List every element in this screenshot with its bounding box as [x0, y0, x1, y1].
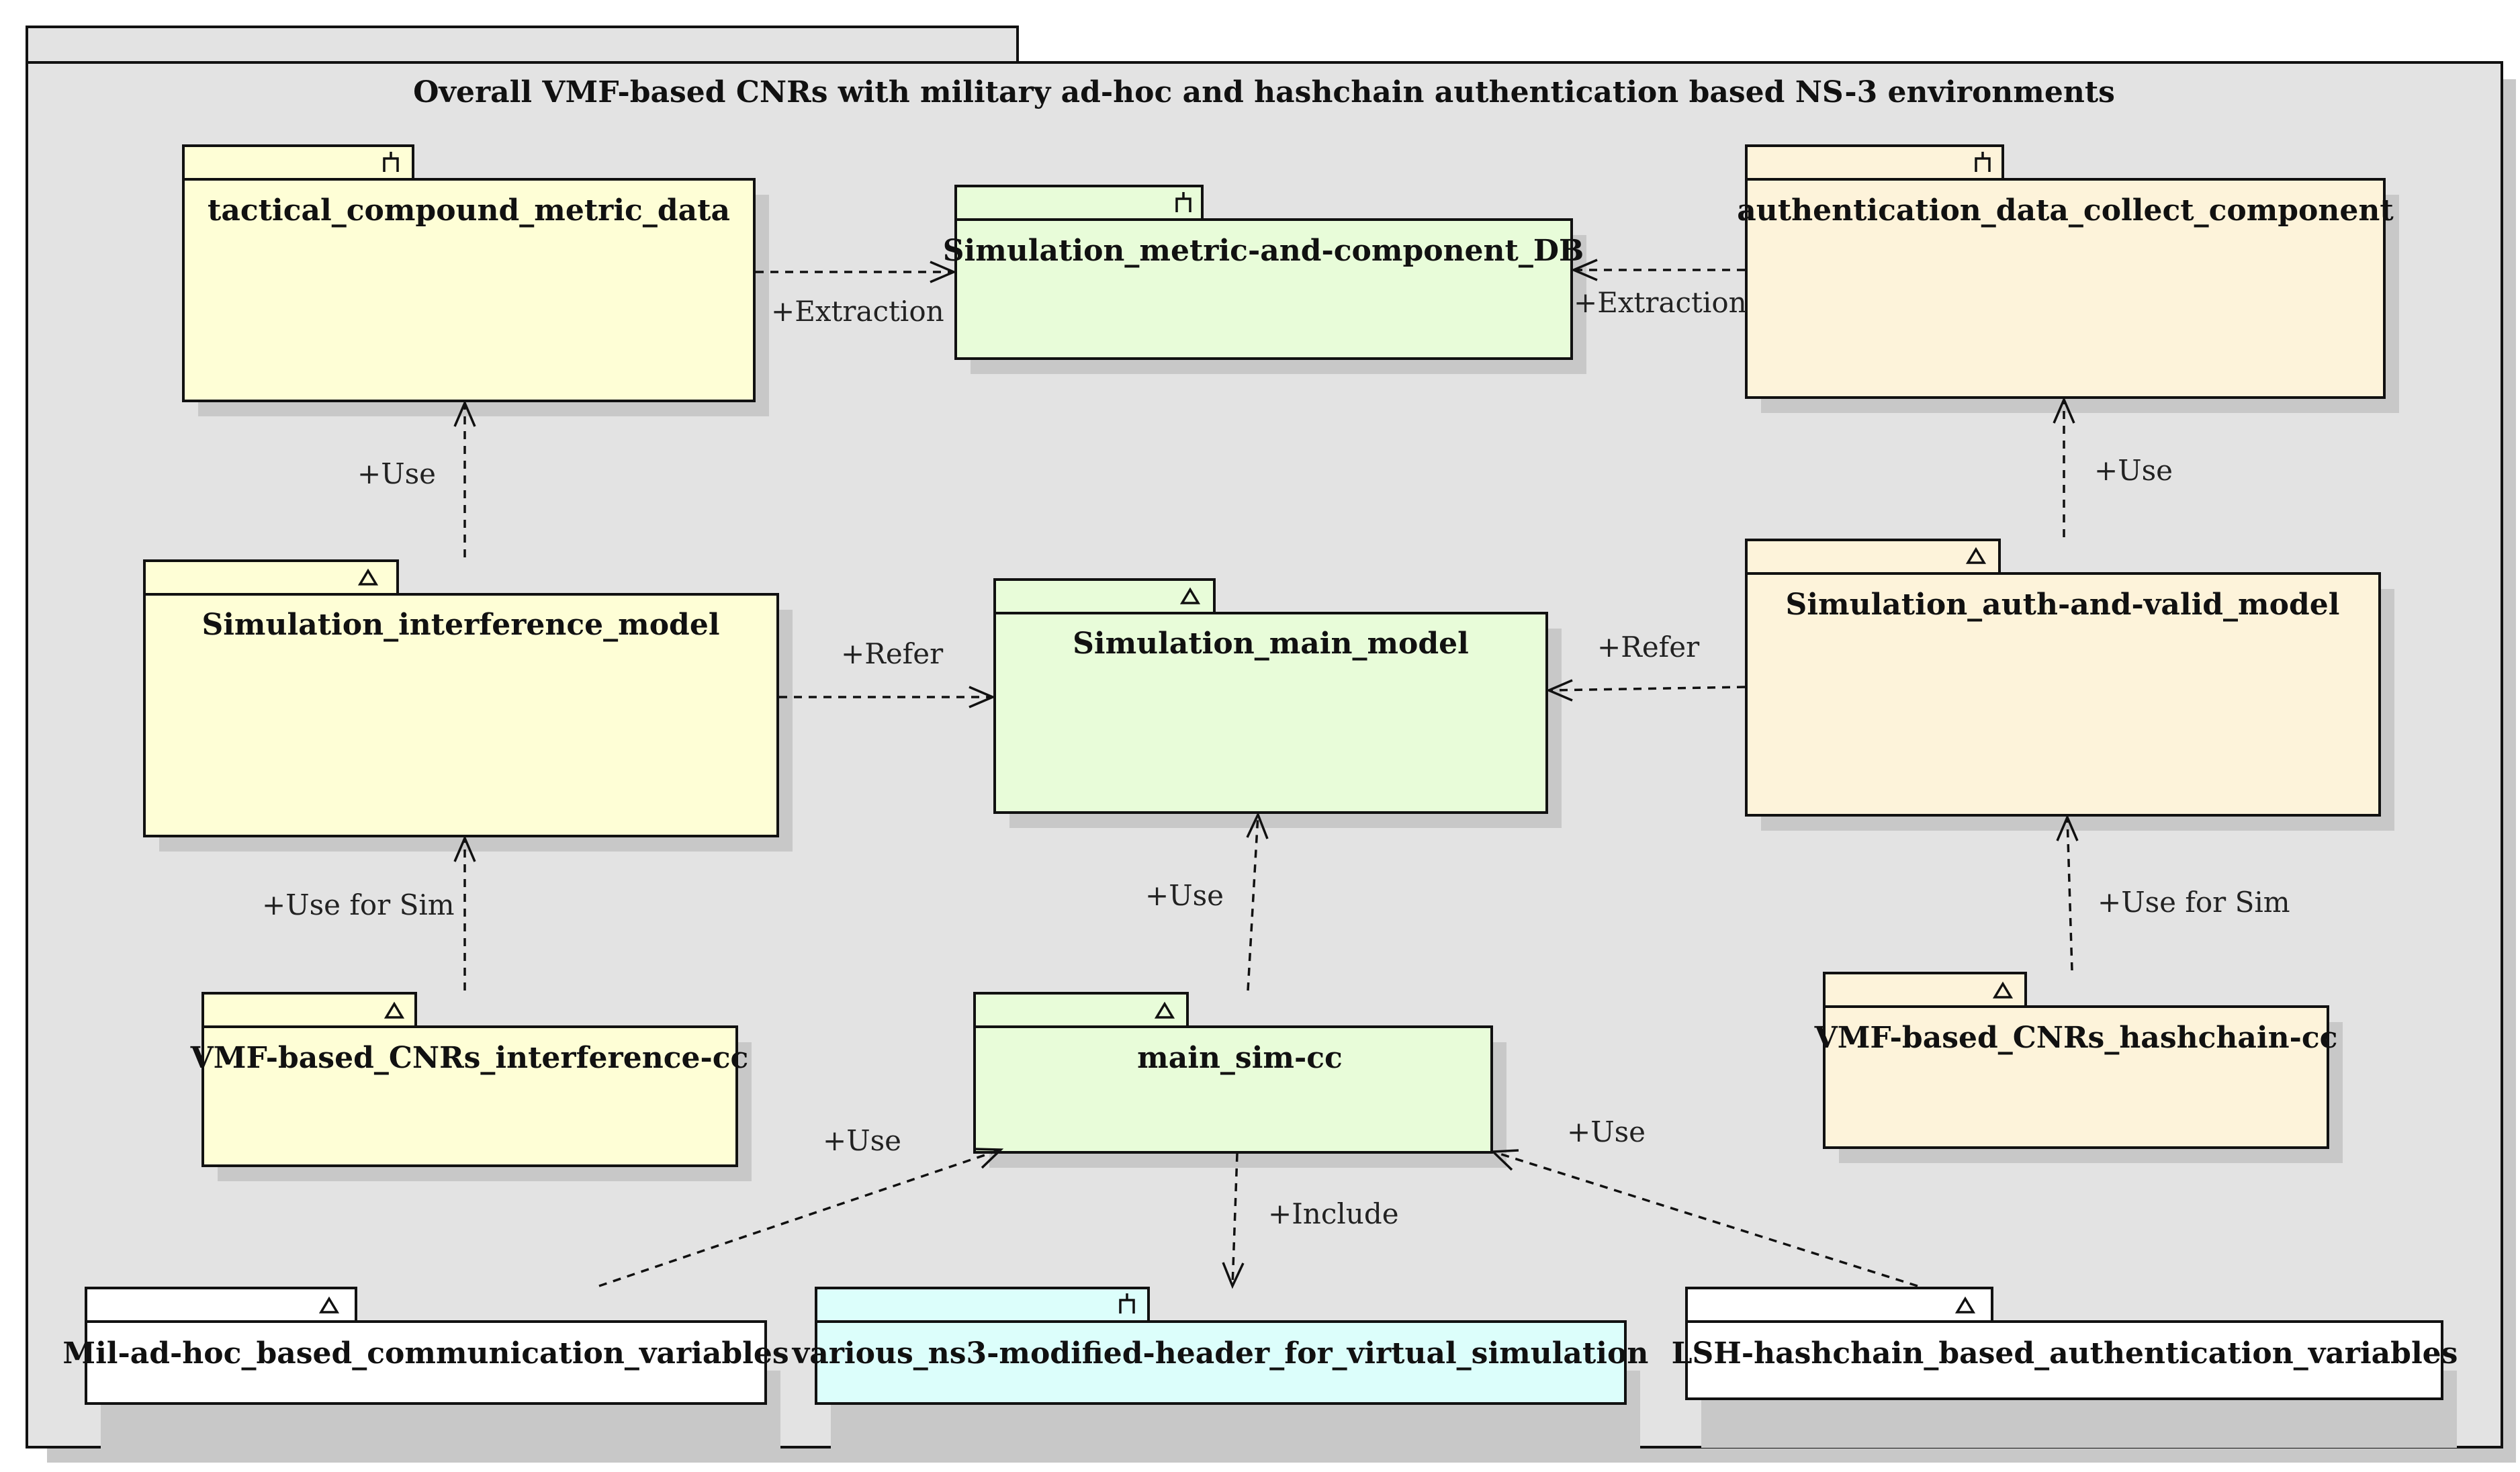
relation-label: +Use: [2094, 454, 2173, 487]
package-name: LSH-hashchain_based_authentication_varia…: [1672, 1336, 2458, 1371]
triangle-icon: [1154, 1001, 1175, 1019]
package-main-sim-cc[interactable]: main_sim-cc: [973, 992, 1506, 1168]
package-simulation-main-model[interactable]: Simulation_main_model: [993, 578, 1562, 828]
relation-label: +Use: [1145, 879, 1224, 912]
triangle-icon: [1179, 587, 1201, 604]
package-name: various_ns3-modified-header_for_virtual_…: [792, 1336, 1649, 1371]
package-name: Simulation_interference_model: [201, 608, 719, 642]
package-simulation-auth-and-valid-model[interactable]: Simulation_auth-and-valid_model: [1745, 539, 2394, 831]
dependency-use-for-sim-left: +Use for Sim: [262, 835, 476, 991]
triangle-icon: [318, 1296, 340, 1314]
dependency-use-main: +Use: [1145, 811, 1269, 991]
dependency-extraction-right: +Extraction: [1570, 259, 1747, 319]
dependency-use-left: +Use: [357, 400, 476, 557]
subsystem-icon: [383, 152, 399, 172]
package-name: tactical_compound_metric_data: [208, 193, 730, 228]
package-simulation-interference-model[interactable]: Simulation_interference_model: [143, 559, 793, 852]
relation-label: +Use for Sim: [2098, 886, 2290, 919]
relation-label: +Refer: [841, 637, 944, 670]
package-mil-ad-hoc-based-communication-variables[interactable]: Mil-ad-hoc_based_communication_variables: [62, 1287, 789, 1453]
package-name: VMF-based_CNRs_interference-cc: [190, 1041, 749, 1075]
relation-label: +Extraction: [771, 295, 944, 328]
subsystem-icon: [1975, 152, 1991, 172]
relation-label: +Include: [1268, 1197, 1399, 1230]
package-name: authentication_data_collect_component: [1737, 193, 2394, 228]
package-name: Simulation_auth-and-valid_model: [1786, 588, 2340, 622]
package-name: Simulation_main_model: [1073, 627, 1469, 661]
subsystem-icon: [1119, 1293, 1135, 1314]
package-simulation-metric-and-component-db[interactable]: Simulation_metric-and-component_DB: [943, 185, 1586, 374]
dependency-use-right: +Use: [2053, 396, 2173, 537]
triangle-icon: [384, 1001, 405, 1019]
relation-label: +Refer: [1597, 631, 1700, 663]
triangle-icon: [357, 568, 379, 586]
package-authentication-data-collect-component[interactable]: authentication_data_collect_component: [1737, 144, 2399, 413]
dependency-refer-right: +Refer: [1545, 631, 1746, 702]
package-lsh-hashchain-based-authentication-variables[interactable]: LSH-hashchain_based_authentication_varia…: [1672, 1287, 2458, 1448]
diagram-title: Overall VMF-based CNRs with military ad-…: [413, 75, 2115, 109]
dependency-extraction-left: +Extraction: [756, 261, 957, 328]
package-name: VMF-based_CNRs_hashchain-cc: [1814, 1021, 2338, 1055]
dependency-use-lsh: +Use: [1490, 1115, 1918, 1287]
relation-label: +Use: [1567, 1115, 1646, 1148]
relation-label: +Use: [357, 457, 436, 490]
package-name: main_sim-cc: [1137, 1041, 1343, 1075]
dependency-use-for-sim-right: +Use for Sim: [2056, 814, 2290, 971]
package-tactical-compound-metric-data[interactable]: tactical_compound_metric_data: [182, 144, 769, 416]
dependency-refer-left: +Refer: [779, 637, 996, 708]
dependency-use-mil: +Use: [598, 1124, 1004, 1287]
subsystem-icon: [1175, 192, 1191, 212]
relation-label: +Use for Sim: [262, 888, 455, 921]
triangle-icon: [1992, 981, 2014, 999]
dependency-include: +Include: [1222, 1153, 1399, 1289]
triangle-icon: [1965, 547, 1987, 564]
package-name: Mil-ad-hoc_based_communication_variables: [62, 1336, 789, 1371]
triangle-icon: [1954, 1296, 1976, 1314]
package-vmf-based-cnrs-hashchain-cc[interactable]: VMF-based_CNRs_hashchain-cc: [1814, 972, 2343, 1163]
package-name: Simulation_metric-and-component_DB: [943, 234, 1584, 268]
relation-label: +Extraction: [1574, 286, 1747, 319]
relation-label: +Use: [823, 1124, 901, 1157]
package-various-ns3-modified-header[interactable]: various_ns3-modified-header_for_virtual_…: [792, 1287, 1649, 1453]
package-vmf-based-cnrs-interference-cc[interactable]: VMF-based_CNRs_interference-cc: [190, 992, 752, 1181]
